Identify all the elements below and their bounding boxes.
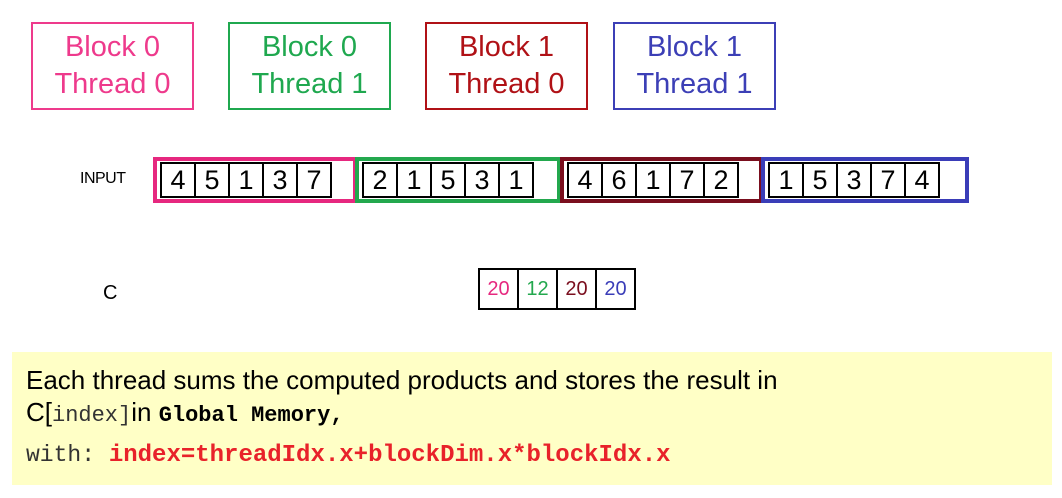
label-block0-thread0: Block 0 Thread 0 xyxy=(31,22,194,110)
input-group-block0-thread1: 2 1 5 3 1 xyxy=(355,157,561,203)
thread-label: Thread 0 xyxy=(54,68,171,100)
explanation-note: Each thread sums the computed products a… xyxy=(12,352,1052,485)
input-cell: 1 xyxy=(228,162,264,198)
input-cell: 3 xyxy=(836,162,872,198)
label-block1-thread1: Block 1 Thread 1 xyxy=(613,22,776,110)
input-cell: 5 xyxy=(802,162,838,198)
note-in: in xyxy=(131,397,159,427)
input-cell: 2 xyxy=(362,162,398,198)
note-line-3: with: index=threadIdx.x+blockDim.x*block… xyxy=(26,436,1052,472)
input-cell: 4 xyxy=(160,162,196,198)
input-cell: 7 xyxy=(669,162,705,198)
input-group-block0-thread0: 4 5 1 3 7 xyxy=(153,157,357,203)
input-cell: 2 xyxy=(703,162,739,198)
input-cell: 1 xyxy=(635,162,671,198)
output-array: 20 12 20 20 xyxy=(478,268,636,310)
block-label: Block 1 xyxy=(646,31,743,63)
input-cell: 3 xyxy=(464,162,500,198)
label-block0-thread1: Block 0 Thread 1 xyxy=(228,22,391,110)
block-label: Block 0 xyxy=(261,31,358,63)
block-label: Block 0 xyxy=(64,31,161,63)
input-cell: 4 xyxy=(567,162,603,198)
output-row-label: C xyxy=(103,282,118,304)
note-comma: , xyxy=(330,403,344,428)
note-global-memory: Global Memory xyxy=(158,403,331,428)
note-line-2: C[index]in Global Memory, xyxy=(26,396,1052,432)
input-cell: 3 xyxy=(262,162,298,198)
input-cell: 5 xyxy=(194,162,230,198)
output-cell: 12 xyxy=(517,268,558,310)
note-with-prefix: with: xyxy=(26,442,109,468)
input-cell: 7 xyxy=(296,162,332,198)
input-cell: 1 xyxy=(396,162,432,198)
note-c-prefix: C[ xyxy=(26,397,52,427)
output-cell: 20 xyxy=(595,268,636,310)
output-cell: 20 xyxy=(556,268,597,310)
input-cell: 5 xyxy=(430,162,466,198)
input-row-label: INPUT xyxy=(80,170,126,187)
input-cell: 6 xyxy=(601,162,637,198)
label-block1-thread0: Block 1 Thread 0 xyxy=(425,22,588,110)
input-cell: 7 xyxy=(870,162,906,198)
note-index-formula: index=threadIdx.x+blockDim.x*blockIdx.x xyxy=(108,442,671,469)
thread-label: Thread 1 xyxy=(251,68,368,100)
input-group-block1-thread1: 1 5 3 7 4 xyxy=(761,157,969,203)
note-line-1: Each thread sums the computed products a… xyxy=(26,365,778,395)
block-label: Block 1 xyxy=(458,31,555,63)
thread-label: Thread 1 xyxy=(636,68,753,100)
note-index-code: index] xyxy=(52,403,132,428)
input-cell: 1 xyxy=(768,162,804,198)
output-cell: 20 xyxy=(478,268,519,310)
input-cell: 1 xyxy=(498,162,534,198)
input-cell: 4 xyxy=(904,162,940,198)
input-group-block1-thread0: 4 6 1 7 2 xyxy=(560,157,763,203)
thread-label: Thread 0 xyxy=(448,68,565,100)
